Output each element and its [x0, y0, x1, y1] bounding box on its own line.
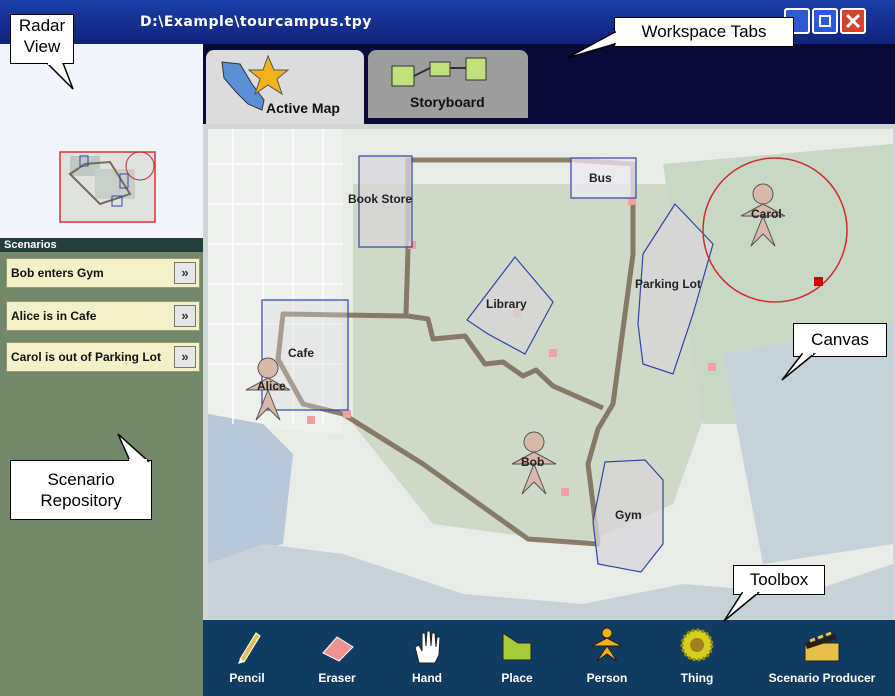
campus-map[interactable]: Book Store Bus Library Parking Lot Cafe …	[203, 124, 895, 620]
tool-label: Place	[501, 671, 533, 685]
tab-label: Storyboard	[410, 94, 485, 110]
person-label: Carol	[751, 207, 782, 221]
places-layer	[261, 155, 714, 573]
scenarios-header: Scenarios	[0, 238, 203, 252]
place-label: Parking Lot	[635, 277, 701, 291]
place-book-store[interactable]	[358, 155, 413, 248]
maximize-icon	[819, 15, 831, 27]
california-map-icon	[221, 54, 290, 111]
pencil-icon	[238, 632, 261, 664]
people-layer	[245, 183, 786, 495]
eraser-icon	[322, 636, 354, 662]
region-circle[interactable]	[702, 157, 848, 303]
window-title: D:\Example\tourcampus.tpy	[140, 14, 372, 30]
callout-radar-view: Radar View	[10, 14, 74, 64]
scenario-label: Bob enters Gym	[11, 266, 104, 280]
radar-circle	[125, 151, 155, 181]
callout-tail	[723, 591, 761, 622]
radar-place	[111, 195, 123, 207]
tool-eraser[interactable]: Eraser	[292, 621, 382, 695]
chevron-right-icon: »	[181, 308, 189, 323]
map-street-grid	[208, 129, 343, 434]
person-bob[interactable]	[511, 431, 557, 495]
radar-view[interactable]	[0, 44, 203, 239]
person-label: Alice	[257, 379, 286, 393]
place-label: Bus	[589, 171, 612, 185]
place-label: Cafe	[288, 346, 314, 360]
maximize-button[interactable]	[812, 8, 838, 34]
person-alice[interactable]	[245, 357, 291, 421]
callout-tail	[45, 63, 74, 90]
tool-scenario-producer[interactable]: Scenario Producer	[752, 621, 892, 695]
route-paths	[275, 157, 636, 547]
callout-tail	[566, 30, 618, 59]
map-water	[723, 324, 893, 564]
place-icon	[502, 632, 532, 661]
callout-canvas: Canvas	[793, 323, 887, 357]
play-scenario-button[interactable]: »	[174, 305, 196, 327]
scenario-label: Alice is in Cafe	[11, 309, 97, 323]
place-label: Book Store	[348, 192, 412, 206]
play-scenario-button[interactable]: »	[174, 262, 196, 284]
close-icon	[845, 13, 861, 29]
tool-label: Pencil	[229, 671, 265, 685]
tool-label: Person	[586, 671, 628, 685]
tool-place[interactable]: Place	[472, 621, 562, 695]
place-label: Library	[486, 297, 527, 311]
tab-storyboard[interactable]: Storyboard	[368, 50, 528, 118]
person-icon	[591, 627, 623, 662]
tool-thing[interactable]: Thing	[652, 621, 742, 695]
play-scenario-button[interactable]: »	[174, 346, 196, 368]
map-water	[208, 544, 893, 619]
resize-handle[interactable]	[814, 277, 823, 286]
callout-workspace-tabs: Workspace Tabs	[614, 17, 794, 47]
callout-scenario-repository: Scenario Repository	[10, 460, 152, 520]
scenario-item[interactable]: Alice is in Cafe »	[6, 301, 200, 331]
person-label: Bob	[521, 455, 544, 469]
tool-label: Eraser	[318, 671, 356, 685]
chevron-right-icon: »	[181, 349, 189, 364]
tool-label: Hand	[412, 671, 442, 685]
callout-tail	[781, 352, 816, 381]
chevron-right-icon: »	[181, 265, 189, 280]
place-gym[interactable]	[592, 459, 664, 573]
tool-hand[interactable]: Hand	[382, 621, 472, 695]
place-label: Gym	[615, 508, 642, 522]
place-library[interactable]	[466, 256, 554, 355]
tool-label: Scenario Producer	[768, 671, 876, 685]
clapperboard-icon	[804, 631, 840, 662]
tool-pencil[interactable]: Pencil	[202, 621, 292, 695]
tool-person[interactable]: Person	[562, 621, 652, 695]
radar-place	[119, 173, 129, 189]
place-cafe[interactable]	[261, 299, 349, 411]
radar-place	[79, 155, 89, 167]
scenario-item[interactable]: Carol is out of Parking Lot »	[6, 342, 200, 372]
toolbox	[203, 620, 895, 696]
place-parking-lot[interactable]	[637, 203, 714, 375]
scenario-label: Carol is out of Parking Lot	[11, 350, 162, 364]
thing-icon	[680, 628, 714, 662]
canvas[interactable]: Book Store Bus Library Parking Lot Cafe …	[203, 124, 895, 620]
callout-toolbox: Toolbox	[733, 565, 825, 595]
person-carol[interactable]	[740, 183, 786, 247]
tab-label: Active Map	[266, 100, 340, 116]
tool-label: Thing	[680, 671, 714, 685]
scenario-item[interactable]: Bob enters Gym »	[6, 258, 200, 288]
place-bus[interactable]	[570, 157, 637, 199]
tab-active-map[interactable]: Active Map	[206, 50, 364, 124]
close-button[interactable]	[840, 8, 866, 34]
storyboard-icon	[391, 57, 487, 87]
map-water	[208, 414, 293, 564]
hand-icon	[414, 630, 441, 664]
callout-tail	[117, 433, 150, 462]
